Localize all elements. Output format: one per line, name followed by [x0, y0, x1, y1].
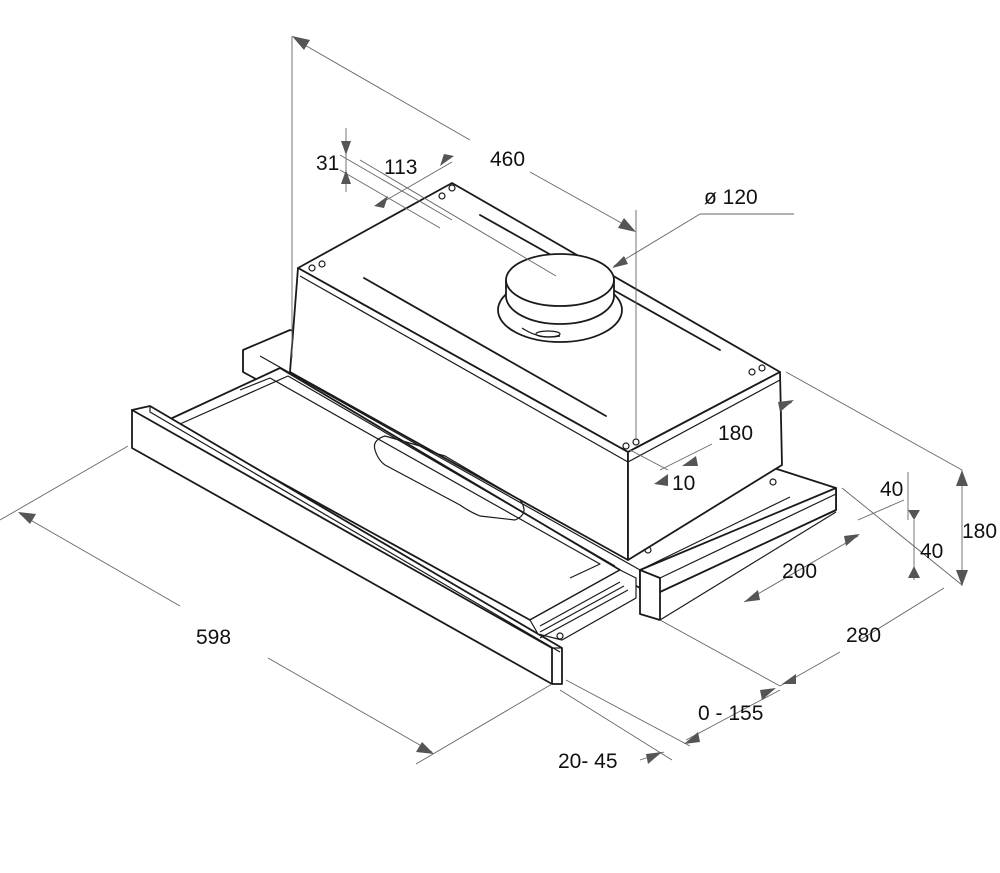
dim-label-31: 31: [316, 152, 339, 175]
pull-out-drawer: [131, 367, 637, 685]
dim-label-113: 113: [384, 156, 417, 179]
dim-label-598: 598: [196, 626, 231, 649]
dimension-lines: [0, 36, 968, 765]
dim-label-200: 200: [782, 560, 817, 583]
vent-slot: [363, 277, 607, 417]
dim-label-10: 10: [672, 472, 695, 495]
dimension-labels: 460 31 113 ø 120 180 10 40 40 180 200 28…: [196, 148, 997, 773]
dim-label-180-body: 180: [718, 422, 753, 445]
dim-label-40-top: 40: [880, 478, 903, 501]
dim-label-280: 280: [846, 624, 881, 647]
dim-label-20-45: 20- 45: [558, 750, 618, 773]
dim-label-0-155: 0 - 155: [698, 702, 763, 725]
dim-label-40-bottom: 40: [920, 540, 943, 563]
dim-label-180-side: 180: [962, 520, 997, 543]
dim-label-460: 460: [490, 148, 525, 171]
duct-collar: [497, 253, 623, 343]
dim-label-duct-diameter: ø 120: [704, 186, 758, 209]
